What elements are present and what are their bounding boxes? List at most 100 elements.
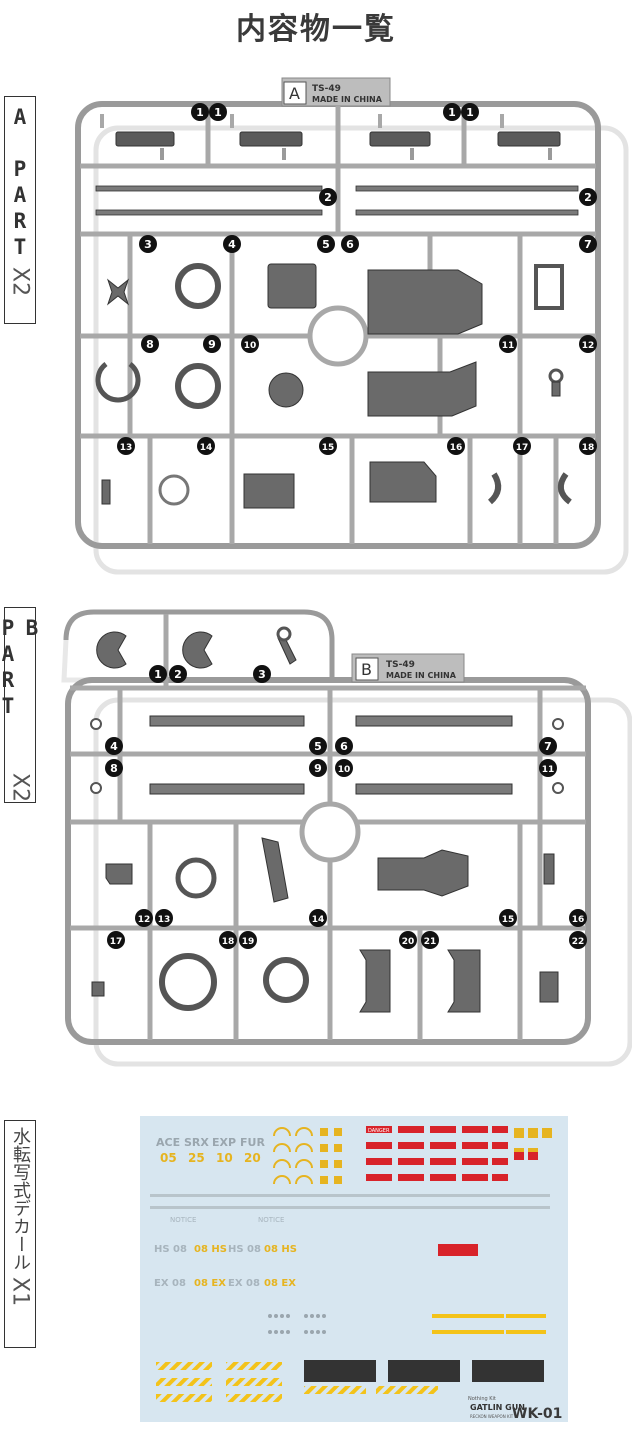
brand-number-2: 25	[188, 1151, 205, 1165]
part_b-number-badge	[253, 665, 271, 683]
part_a-number-badge	[223, 235, 241, 253]
part_a-number-label: 6	[346, 238, 354, 251]
part_b-number-label: 6	[340, 740, 348, 753]
part_a-number-label: 10	[244, 341, 257, 351]
part_b-number-label: 18	[222, 937, 235, 947]
part_b-number-label: 10	[338, 765, 351, 775]
part_b-number-badge	[499, 909, 517, 927]
part_b-number-badge	[539, 737, 557, 755]
part_b-number-label: 21	[424, 937, 437, 947]
ex-label-1: EX 08	[154, 1278, 186, 1289]
hs-label-4: 08 HS	[264, 1244, 297, 1255]
part_a-number-label: 8	[146, 338, 154, 351]
part_b-number-badge	[569, 931, 587, 949]
part_a-number-label: 16	[450, 443, 463, 453]
part_b-number-badge	[335, 737, 353, 755]
ex-label-4: 08 EX	[264, 1278, 296, 1289]
part_b-number-badge	[539, 759, 557, 777]
brand-number-3: 10	[216, 1151, 233, 1165]
part_a-number-label: 5	[322, 238, 330, 251]
part_a-number-badge	[579, 235, 597, 253]
part_b-number-badge	[105, 759, 123, 777]
part-b-tag-letter: B	[361, 660, 372, 679]
part-b-tag-origin: MADE IN CHINA	[386, 671, 457, 680]
decal-sheet-graphic: ACE SRX EXP FUR 05 25 10 20	[150, 1126, 562, 1422]
part-b-label: B PART	[0, 616, 44, 720]
part_a-number-label: 1	[466, 106, 474, 119]
part_b-number-badge	[169, 665, 187, 683]
part_b-number-badge	[335, 759, 353, 777]
part_b-number-badge	[239, 931, 257, 949]
part_b-number-label: 13	[158, 915, 171, 925]
part_b-number-label: 1	[154, 668, 162, 681]
part_b-number-badge	[421, 931, 439, 949]
part-a-sprue: A TS-49 MADE IN CHINA	[75, 77, 629, 575]
part_a-number-badge	[139, 235, 157, 253]
part_a-number-label: 2	[324, 191, 332, 204]
part_a-number-badge	[341, 235, 359, 253]
part-b-sprue: B TS-49 MADE IN CHINA	[61, 609, 632, 1067]
brand-code-1: ACE	[156, 1136, 180, 1149]
part-a-label: A PART	[8, 105, 32, 261]
part_a-number-badge	[319, 437, 337, 455]
part_b-number-label: 22	[572, 937, 585, 947]
brand-code-3: EXP	[212, 1136, 236, 1149]
part_b-number-label: 9	[314, 762, 322, 775]
ex-label-3: EX 08	[228, 1278, 260, 1289]
part_a-number-badge	[443, 103, 461, 121]
part_a-number-label: 1	[214, 106, 222, 119]
part_b-number-label: 16	[572, 915, 585, 925]
part_a-number-badge	[209, 103, 227, 121]
ex-label-2: 08 EX	[194, 1278, 226, 1289]
part_b-number-label: 20	[402, 937, 415, 947]
part_b-number-badge	[309, 909, 327, 927]
part_a-number-label: 11	[502, 341, 515, 351]
part_a-number-badge	[197, 437, 215, 455]
part_a-number-label: 1	[196, 106, 204, 119]
part_a-number-badge	[191, 103, 209, 121]
part_a-number-badge	[319, 188, 337, 206]
part_a-number-label: 1	[448, 106, 456, 119]
part_a-number-badge	[203, 335, 221, 353]
decal-maker: Nothing Kit	[468, 1396, 496, 1402]
hs-label-1: HS 08	[154, 1244, 187, 1255]
part_b-number-badge	[219, 931, 237, 949]
part_b-number-label: 2	[174, 668, 182, 681]
part_b-number-badge	[135, 909, 153, 927]
part-a-tag-origin: MADE IN CHINA	[312, 95, 383, 104]
part_a-number-label: 15	[322, 443, 335, 453]
part_b-number-badge	[149, 665, 167, 683]
part-a-label-box: A PART X2	[4, 96, 36, 324]
part_b-number-badge	[399, 931, 417, 949]
part-a-tag-letter: A	[289, 84, 300, 103]
part_b-number-label: 8	[110, 762, 118, 775]
part_a-number-badge	[241, 335, 259, 353]
brand-code-4: FUR	[240, 1136, 265, 1149]
part_b-number-label: 15	[502, 915, 515, 925]
decal-product-sub: RECKON WEAPON KIT	[470, 1414, 514, 1419]
decal-multiplier: X1	[7, 1277, 33, 1307]
hs-label-2: 08 HS	[194, 1244, 227, 1255]
part_b-number-label: 5	[314, 740, 322, 753]
part_a-number-label: 12	[582, 341, 595, 351]
part_a-number-label: 4	[228, 238, 236, 251]
decal-sheet: ACE SRX EXP FUR 05 25 10 20	[140, 1116, 568, 1422]
part_a-number-badge	[579, 335, 597, 353]
part_b-number-label: 11	[542, 765, 555, 775]
part-b-multiplier: X2	[7, 772, 33, 802]
part_b-number-badge	[309, 759, 327, 777]
brand-number-4: 20	[244, 1151, 261, 1165]
part_b-number-badge	[569, 909, 587, 927]
notice-label-2: NOTICE	[258, 1216, 284, 1224]
decal-label-box: 水転写式デカール X1	[4, 1120, 36, 1348]
part_b-number-badge	[155, 909, 173, 927]
part_b-number-label: 12	[138, 915, 151, 925]
hs-label-3: HS 08	[228, 1244, 261, 1255]
part-b-tag-code: TS-49	[386, 660, 415, 670]
part_a-number-label: 18	[582, 443, 595, 453]
part_a-number-badge	[461, 103, 479, 121]
part_b-number-label: 19	[242, 937, 255, 947]
part_b-number-label: 4	[110, 740, 118, 753]
